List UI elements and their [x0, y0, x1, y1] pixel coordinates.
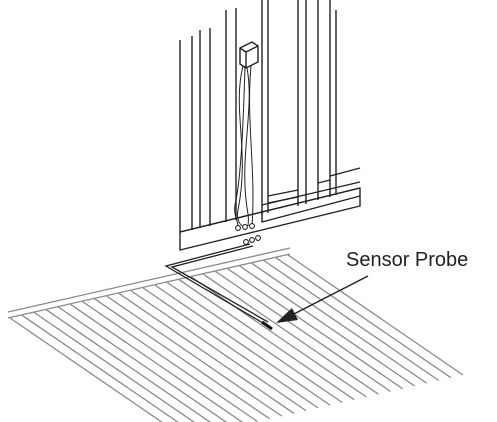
heating-cable-run: [57, 306, 228, 422]
heating-cable-run: [21, 314, 179, 422]
thermostat-wires: [234, 65, 254, 227]
heating-cable-run: [142, 287, 319, 409]
cable-connectors: [235, 223, 261, 245]
sensor-probe-tip: [261, 320, 273, 331]
mat-edge-strip: [7, 247, 291, 319]
heating-cable-mat: [9, 254, 464, 422]
heating-cable-run: [275, 257, 452, 379]
heating-cable-run: [9, 317, 163, 422]
thermostat-box: [239, 41, 259, 69]
heating-cable-run: [70, 303, 244, 422]
callout-arrow: [276, 275, 369, 323]
heating-cable-run: [106, 295, 283, 417]
heating-cable-run: [239, 265, 416, 387]
heating-cable-run: [154, 284, 331, 406]
heating-cable-run: [82, 301, 258, 422]
heating-cable-run: [94, 298, 270, 420]
sensor-probe-label: Sensor Probe: [346, 249, 468, 271]
heating-cable-run: [45, 309, 212, 422]
sensor-probe-wire: [164, 243, 269, 327]
heating-cable-run: [287, 254, 464, 376]
bottom-plate: [179, 187, 361, 251]
heating-cable-run: [33, 311, 196, 422]
heating-cable-run: [263, 259, 440, 382]
heating-cable-run: [178, 279, 355, 401]
heating-cable-run: [190, 276, 367, 398]
wall-framing: [179, 0, 361, 251]
heating-cable-run: [215, 270, 391, 392]
heating-cable-run: [118, 292, 295, 414]
heating-cable-run: [130, 290, 307, 412]
heating-cable-run: [203, 273, 379, 395]
heating-cable-run: [227, 268, 403, 390]
heating-cable-run: [166, 281, 343, 403]
heating-cable-run: [251, 262, 428, 384]
